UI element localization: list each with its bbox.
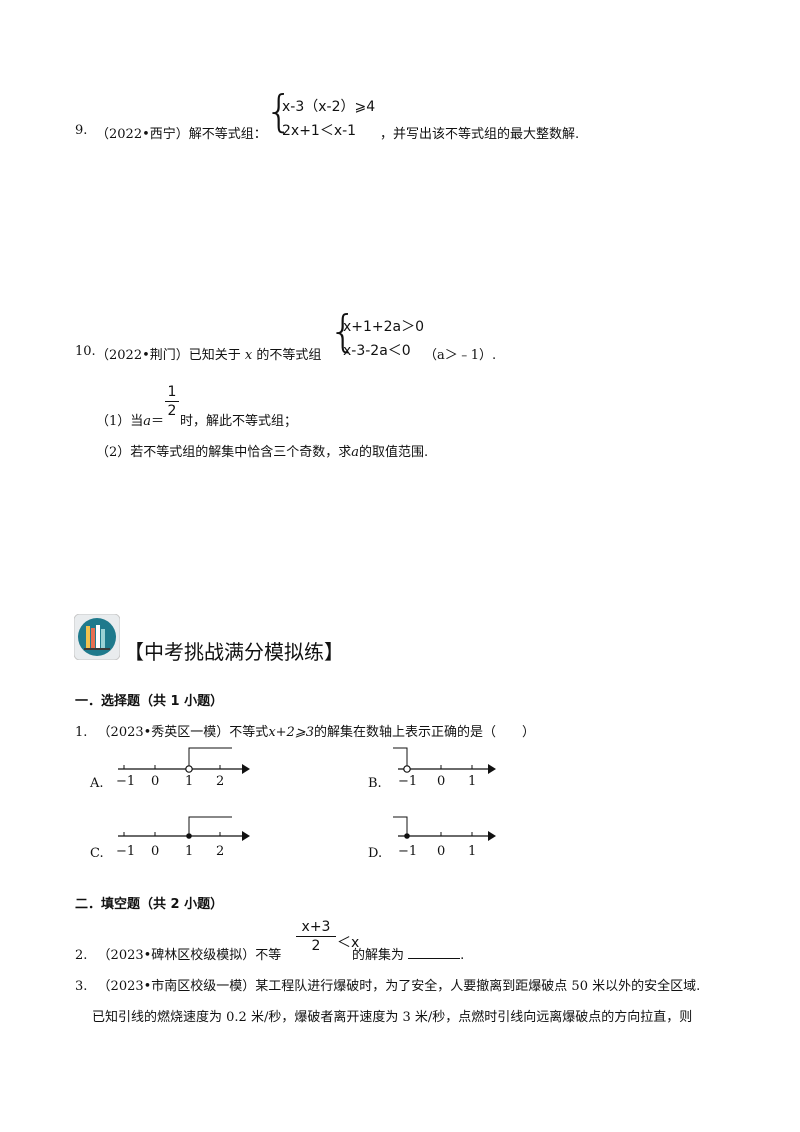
- option-b-tick-3: 1: [468, 774, 477, 789]
- q10-sub1: （1）当a＝: [96, 410, 164, 429]
- q10-condition: （a＞﹣1）.: [424, 348, 497, 363]
- option-c-tick-3: 1: [185, 844, 194, 859]
- q10-line1: x+1+2a＞0: [343, 319, 425, 335]
- q2-number: 2.: [75, 948, 88, 963]
- number-line-b: [393, 747, 496, 774]
- option-c-tick-1: −1: [116, 844, 136, 859]
- part1-heading: 一．选择题（共 1 小题）: [75, 694, 224, 709]
- q10-var-x: x: [244, 348, 253, 363]
- q3-line2: 已知引线的燃烧速度为 0.2 米/秒，爆破者离开速度为 3 米/秒，点燃时引线向…: [92, 1010, 693, 1025]
- q2-answer-blank[interactable]: [408, 946, 461, 959]
- q2-relation: ＜x: [337, 935, 360, 951]
- option-b-tick-2: 0: [437, 774, 446, 789]
- q10-sub1-prefix: （1）当: [96, 414, 144, 429]
- option-d[interactable]: D. −1 0 1: [368, 815, 498, 861]
- option-d-tick-2: 0: [437, 844, 446, 859]
- q2-fraction: x+3 2: [296, 918, 336, 955]
- q10-brace: {: [329, 306, 357, 357]
- q10-sub1-suffix: 时，解此不等式组；: [180, 414, 298, 429]
- q2-prefix: （2023•碑林区校级模拟）不等: [97, 948, 282, 963]
- option-a[interactable]: A. −1 0 1 2: [90, 746, 250, 791]
- q10-sub2-var: a: [351, 445, 360, 460]
- q1-expr: x+2⩾3: [268, 725, 314, 740]
- q10-sub2-suffix: 的取值范围.: [359, 445, 429, 460]
- q2-end: .: [460, 948, 465, 963]
- q10-fraction: 1 2: [165, 383, 179, 420]
- q10-frac-bar: [165, 401, 179, 402]
- option-b-label: B.: [368, 776, 382, 791]
- q2-frac-denominator: 2: [311, 938, 321, 954]
- number-line-c: [118, 816, 250, 841]
- q1-number: 1.: [75, 725, 88, 740]
- part2-heading: 二．填空题（共 2 小题）: [75, 897, 224, 912]
- q9-number: 9.: [75, 123, 88, 138]
- q10-prefix-text: （2022•荆门）已知关于: [96, 348, 241, 363]
- option-a-tick-2: 0: [151, 774, 160, 789]
- option-c-tick-2: 0: [151, 844, 160, 859]
- option-a-tick-3: 1: [185, 774, 194, 789]
- q10-prefix: （2022•荆门）已知关于 x 的不等式组: [96, 344, 321, 363]
- q9-suffix: ，并写出该不等式组的最大整数解.: [380, 127, 580, 142]
- number-line-a: [118, 747, 250, 774]
- q9-brace: {: [265, 86, 293, 137]
- q10-sub1-eq: ＝: [151, 414, 165, 429]
- q10-sub1-var: a: [143, 414, 152, 429]
- option-b-tick-1: −1: [398, 774, 418, 789]
- q2-frac-bar: [296, 936, 336, 937]
- q10-sub2: （2）若不等式组的解集中恰含三个奇数，求a的取值范围.: [96, 441, 428, 460]
- q9-source: （2022•西宁）解不等式组：: [96, 127, 267, 142]
- option-c[interactable]: C. −1 0 1 2: [90, 815, 250, 861]
- q9-line2: 2x+1＜x-1: [282, 123, 357, 139]
- q2-suffix: 的解集为: [352, 948, 405, 963]
- option-a-label: A.: [90, 776, 104, 791]
- q2-stem: 2. （2023•碑林区校级模拟）不等: [75, 944, 281, 963]
- q10-frac-denominator: 2: [167, 403, 177, 419]
- q3-text-1: （2023•市南区校级一模）某工程队进行爆破时，为了安全，人要撤离到距爆破点 5…: [97, 979, 701, 994]
- q1-text-a: （2023•秀英区一模）不等式: [97, 725, 269, 740]
- number-line-d: [393, 816, 496, 841]
- option-d-label: D.: [368, 846, 383, 861]
- q9-line1: x-3（x-2）⩾4: [282, 99, 376, 115]
- q10-line2: x-3-2a＜0: [343, 343, 411, 359]
- q3-line1: 3. （2023•市南区校级一模）某工程队进行爆破时，为了安全，人要撤离到距爆破…: [75, 975, 700, 994]
- option-d-tick-1: −1: [398, 844, 418, 859]
- q10-middle-text: 的不等式组: [256, 348, 322, 363]
- option-b[interactable]: B. −1 0 1: [368, 746, 498, 791]
- q10-frac-numerator: 1: [167, 384, 177, 400]
- books-badge-icon: [73, 613, 121, 661]
- q1-stem: 1. （2023•秀英区一模）不等式x+2⩾3的解集在数轴上表示正确的是（ ）: [75, 721, 535, 740]
- q10-number: 10.: [75, 344, 96, 359]
- option-a-tick-1: −1: [116, 774, 136, 789]
- q3-number: 3.: [75, 979, 88, 994]
- option-c-label: C.: [90, 846, 104, 861]
- q1-text-b: 的解集在数轴上表示正确的是（ ）: [313, 725, 535, 740]
- q10-sub2-prefix: （2）若不等式组的解集中恰含三个奇数，求: [96, 445, 352, 460]
- section-title: 【中考挑战满分模拟练】: [124, 640, 344, 664]
- option-a-tick-4: 2: [216, 774, 225, 789]
- option-c-tick-4: 2: [216, 844, 225, 859]
- option-d-tick-3: 1: [468, 844, 477, 859]
- q2-suffix-row: 的解集为 .: [352, 944, 464, 963]
- q2-frac-numerator: x+3: [301, 919, 331, 935]
